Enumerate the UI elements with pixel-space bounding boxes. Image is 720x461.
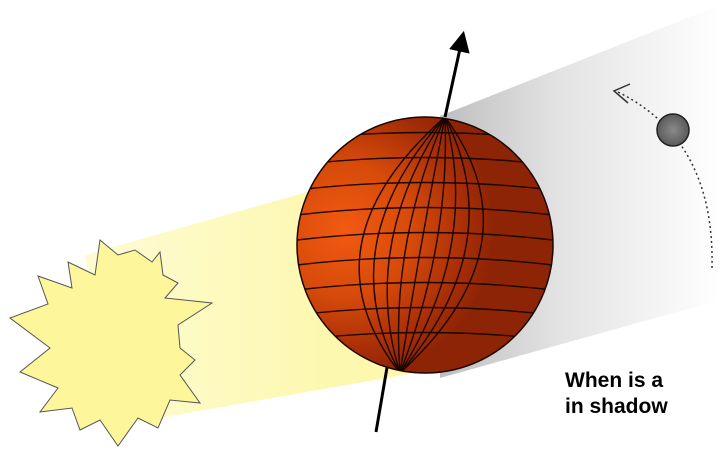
planet-icon — [297, 117, 553, 373]
caption-line-2: in shadow — [565, 394, 668, 420]
caption-line-1: When is a — [565, 368, 668, 394]
question-caption: When is a in shadow — [565, 368, 668, 420]
moon-icon — [657, 114, 689, 146]
axis-arrow-icon — [445, 35, 463, 117]
